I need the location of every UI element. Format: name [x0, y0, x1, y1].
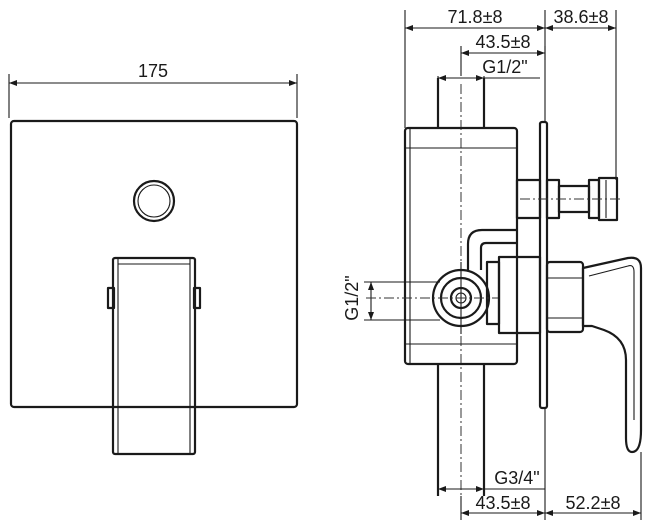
side-thread-label: G1/2": [342, 275, 362, 320]
overall-depth-label: 71.8±8: [448, 7, 503, 27]
bottom-thread-dimension: G3/4": [438, 468, 545, 492]
front-diverter-knob: [132, 179, 176, 223]
side-thread-dimension: G1/2": [342, 275, 500, 321]
top-thread-dimension: G1/2": [438, 57, 540, 81]
handle-depth-bottom-dimension: 52.2±8: [545, 493, 641, 516]
handle-depth-top-label: 38.6±8: [554, 7, 609, 27]
top-thread-label: G1/2": [482, 57, 527, 77]
centre-offset-top-label: 43.5±8: [476, 32, 531, 52]
diverter-spindle: [515, 176, 622, 222]
front-faceplate: [9, 119, 299, 409]
centre-offset-bottom-label: 43.5±8: [476, 493, 531, 513]
side-lever-handle: [581, 256, 643, 454]
overall-depth-dimension: 71.8±8: [405, 7, 545, 31]
elbow-fitting: [466, 228, 517, 270]
bottom-thread-label: G3/4": [494, 468, 539, 488]
centre-offset-top-dimension: 43.5±8: [461, 32, 545, 56]
side-view: 71.8±8 38.6±8 43.5±8 G1/2": [342, 7, 643, 520]
front-width-dimension: 175: [8, 61, 298, 118]
top-inlet-pipe: [436, 78, 486, 128]
front-width-label: 175: [138, 61, 168, 81]
front-lever-handle: [106, 256, 202, 456]
centre-offset-bottom-dimension: 43.5±8: [461, 493, 545, 516]
handle-depth-top-dimension: 38.6±8: [545, 7, 616, 31]
handle-depth-bottom-label: 52.2±8: [566, 493, 621, 513]
mixer-body: [403, 126, 519, 366]
cartridge-body: [497, 255, 585, 335]
bottom-outlet-pipe: [436, 364, 486, 496]
front-view: 175: [8, 61, 299, 456]
